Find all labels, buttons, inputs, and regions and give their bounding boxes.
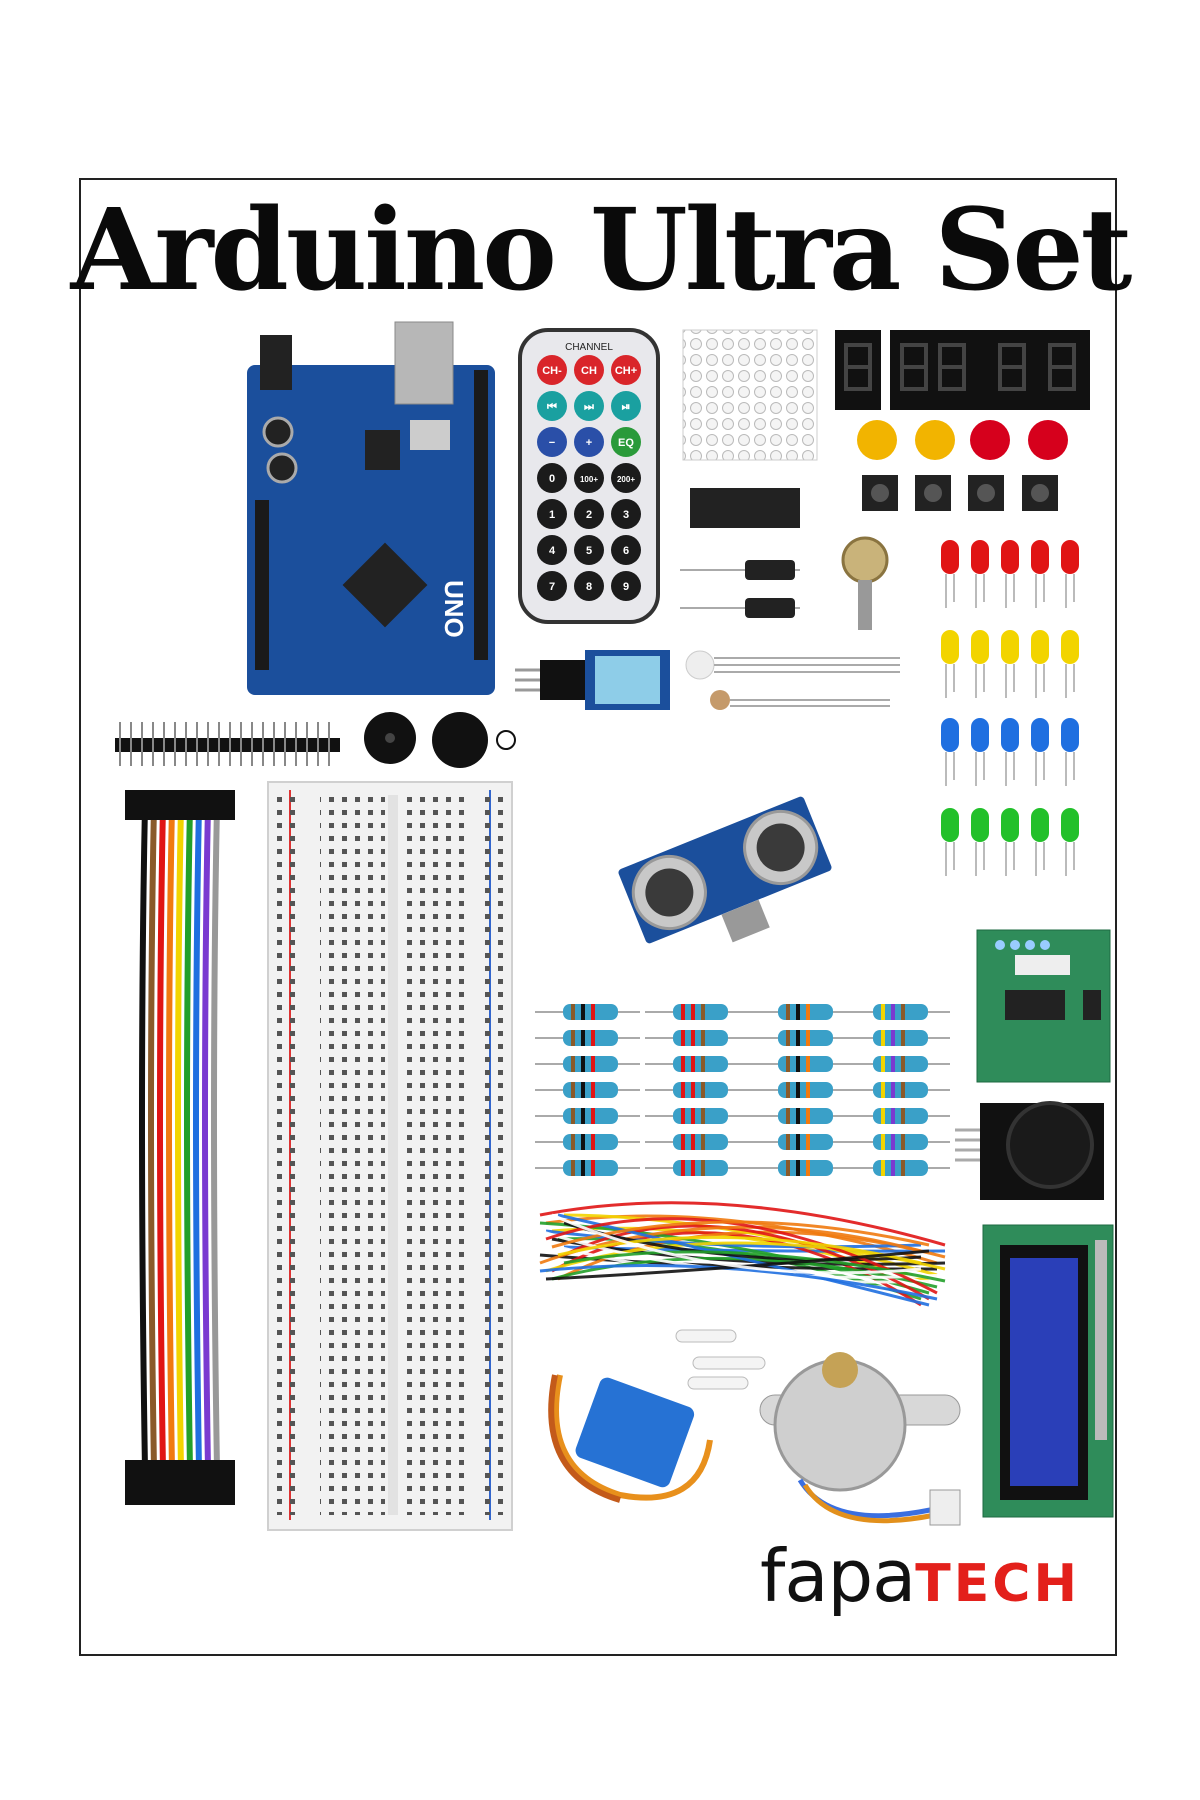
remote-key	[537, 463, 567, 493]
remote-key	[611, 463, 641, 493]
jumper-wires	[539, 1201, 946, 1307]
led	[1061, 630, 1079, 664]
stepper-motor	[759, 1352, 961, 1526]
remote-key-label: 8	[586, 581, 592, 593]
led-matrix	[682, 329, 818, 461]
led	[1001, 808, 1019, 842]
remote-key	[574, 355, 604, 385]
board-label: UNO	[439, 580, 469, 638]
remote-key-label: EQ	[618, 437, 634, 449]
led	[971, 630, 989, 664]
remote-key-label: 0	[549, 473, 555, 485]
remote-key-label: 2	[586, 509, 592, 521]
remote-key-label: 9	[623, 581, 629, 593]
remote-key	[574, 535, 604, 565]
remote-key	[574, 499, 604, 529]
remote-key-label: 7	[549, 581, 555, 593]
remote-key-label: 3	[623, 509, 629, 521]
tactile-switches	[862, 475, 1058, 511]
pin-header	[115, 722, 340, 766]
remote-key-label: 200+	[617, 475, 635, 484]
led	[1061, 540, 1079, 574]
led	[971, 540, 989, 574]
dht11-sensor	[515, 650, 670, 710]
leds	[941, 540, 1079, 876]
led	[1031, 630, 1049, 664]
remote-key	[574, 391, 604, 421]
remote-key	[537, 571, 567, 601]
shift-register-ic	[690, 488, 800, 528]
led	[971, 808, 989, 842]
resistors	[535, 1004, 950, 1176]
remote-key-label: +	[586, 437, 592, 449]
remote-key-label: 1	[549, 509, 555, 521]
ultrasonic-sensor	[618, 796, 832, 944]
remote-key-label: ⏭	[584, 401, 594, 413]
led	[1031, 808, 1049, 842]
remote-channel-label: CHANNEL	[565, 342, 613, 353]
remote-key-label: ⏮	[547, 401, 557, 413]
joystick-module	[955, 1101, 1104, 1200]
led	[941, 630, 959, 664]
remote-key-label: CH	[581, 365, 597, 377]
led	[1061, 808, 1079, 842]
remote-key	[611, 499, 641, 529]
remote-key	[537, 499, 567, 529]
arduino-uno-board: UNO	[247, 321, 495, 695]
remote-key	[574, 571, 604, 601]
button-caps	[857, 420, 1068, 460]
led	[941, 718, 959, 752]
dupont-wires	[125, 790, 235, 1505]
remote-key-label: 6	[623, 545, 629, 557]
remote-key	[611, 571, 641, 601]
remote-key	[611, 427, 641, 457]
stepper-driver-board	[976, 929, 1111, 1083]
remote-key-label: ⏯	[622, 401, 631, 413]
remote-key	[537, 391, 567, 421]
remote-key-label: CH+	[615, 365, 637, 377]
remote-key	[537, 535, 567, 565]
lcd-display	[982, 1224, 1114, 1518]
brand-logo: fapaTECH	[760, 1540, 1080, 1612]
potentiometer	[841, 536, 889, 630]
remote-key	[611, 391, 641, 421]
led	[941, 808, 959, 842]
led	[1001, 718, 1019, 752]
remote-key	[537, 427, 567, 457]
remote-key-label: 100+	[580, 475, 598, 484]
led	[941, 540, 959, 574]
page-title: Arduino Ultra Set	[70, 185, 1133, 316]
remote-key	[611, 355, 641, 385]
logo-part2: TECH	[915, 1554, 1080, 1614]
remote-key-label: 5	[586, 545, 592, 557]
remote-key	[574, 463, 604, 493]
remote-key-label: −	[549, 437, 555, 449]
led	[971, 718, 989, 752]
remote-key	[611, 535, 641, 565]
rgb-led-and-photoresistor	[685, 650, 900, 710]
remote-key-label: CH-	[542, 365, 562, 377]
servo-motor	[548, 1329, 766, 1503]
led	[1031, 540, 1049, 574]
ir-remote: CHANNEL CH- CH CH+ ⏮ ⏭ ⏯ − + EQ 0 100+ 200+ 1 2 3 4 5 6 7 8…	[518, 328, 660, 624]
buzzers	[364, 712, 516, 768]
led	[1031, 718, 1049, 752]
led	[1001, 630, 1019, 664]
led	[1001, 540, 1019, 574]
remote-key-label: 4	[549, 545, 556, 557]
capacitors	[680, 560, 800, 618]
logo-part1: fapa	[760, 1534, 916, 1618]
remote-key	[574, 427, 604, 457]
breadboard	[267, 781, 513, 1531]
seven-segment-displays	[835, 330, 1090, 410]
remote-key	[537, 355, 567, 385]
led	[1061, 718, 1079, 752]
